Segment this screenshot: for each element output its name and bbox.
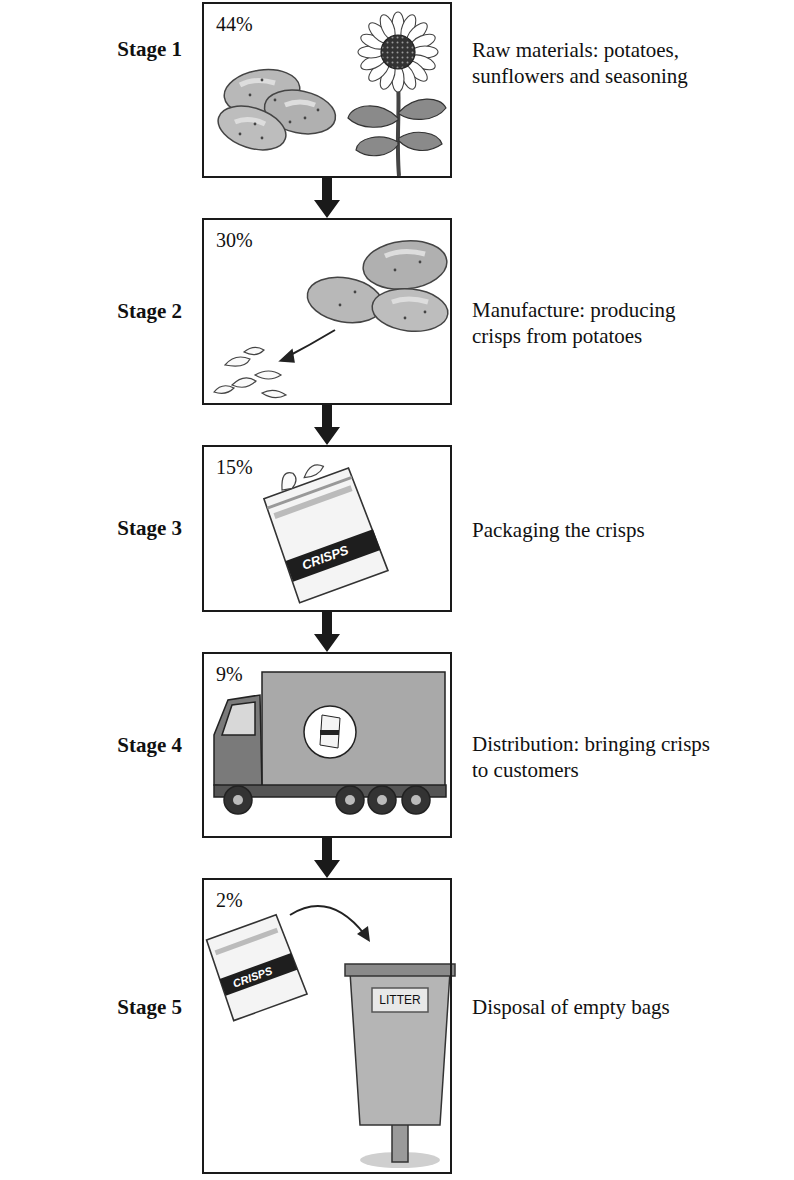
stage-box: Stage 230%Manufacture: producing crisps … xyxy=(202,218,452,405)
crisps-bag xyxy=(256,452,388,603)
bin-sign: LITTER xyxy=(379,993,420,1007)
sunflower xyxy=(348,12,446,176)
stage-description: Distribution: bringing crisps to custome… xyxy=(472,732,724,783)
percentage: 44% xyxy=(216,12,253,36)
empty-bag xyxy=(205,914,307,1021)
stage-description: Disposal of empty bags xyxy=(472,995,724,1021)
stage-description: Raw materials: potatoes, sunflowers and … xyxy=(472,38,724,89)
stage-label: Stage 5 xyxy=(117,995,182,1021)
litter-bin xyxy=(345,964,455,1168)
potatoes xyxy=(213,65,340,158)
stage-label: Stage 1 xyxy=(117,37,182,63)
stage-description: Manufacture: producing crisps from potat… xyxy=(472,298,724,349)
percentage: 30% xyxy=(216,228,253,252)
flow-arrow xyxy=(314,612,340,652)
percentage: 2% xyxy=(216,888,243,912)
stage-box: Stage 144%Raw materials: potatoes, sunfl… xyxy=(202,2,452,178)
stage-description: Packaging the crisps xyxy=(472,518,724,544)
stage-label: Stage 3 xyxy=(117,516,182,542)
percentage: 15% xyxy=(216,455,253,479)
stage-box: Stage 49%Distribution: bringing crisps t… xyxy=(202,652,452,838)
arrowhead xyxy=(357,926,370,942)
flow-arrow xyxy=(314,405,340,445)
stage-box: Stage 52%Disposal of empty bags xyxy=(202,878,452,1174)
flow-arrow xyxy=(314,178,340,218)
stage-label: Stage 4 xyxy=(117,733,182,759)
stage-label: Stage 2 xyxy=(117,299,182,325)
flow-arrow xyxy=(314,838,340,878)
potatoes-to-crisps xyxy=(214,237,450,398)
percentage: 9% xyxy=(216,662,243,686)
stage-box: Stage 315%Packaging the crisps xyxy=(202,445,452,612)
delivery-truck xyxy=(214,672,446,814)
throw-arrow xyxy=(290,906,365,935)
